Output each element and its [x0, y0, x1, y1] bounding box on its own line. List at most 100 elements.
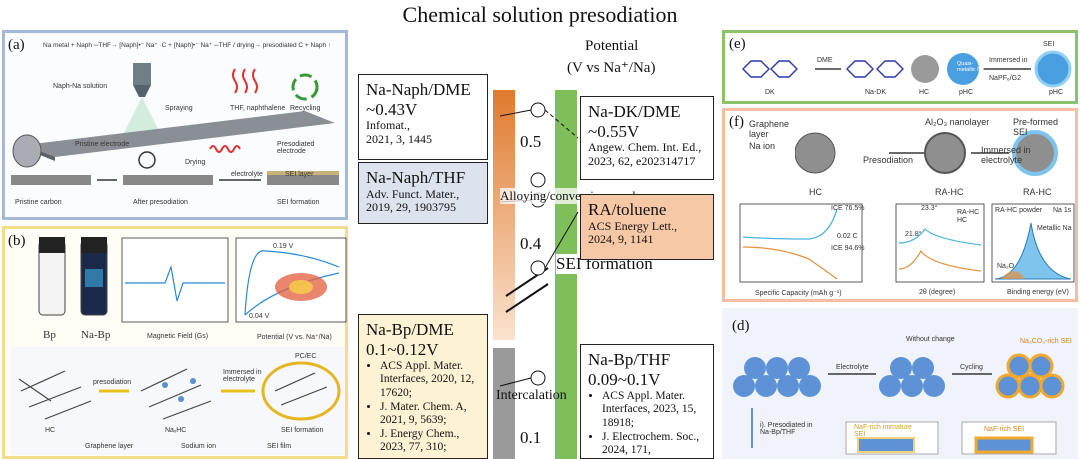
b-legend-sodium: Sodium ion — [181, 443, 217, 450]
box-na-naph-dme: Na-Naph/DME ~0.43V Infomat., 2021, 3, 14… — [358, 74, 488, 160]
box-ra-toluene: RA/toluene ACS Energy Lett., 2024, 9, 11… — [580, 194, 714, 260]
e-label-dk: DK — [765, 89, 775, 96]
recycle-icon — [291, 73, 319, 101]
d-label-naf-sei: NaF-rich SEI — [984, 426, 1025, 433]
leader-line — [499, 109, 532, 117]
electrode-roll — [12, 134, 42, 168]
b-label-hc: HC — [45, 427, 56, 434]
f-rahc-sphere — [924, 132, 966, 174]
marker-circle — [530, 260, 546, 276]
box-na-bp-dme: Na-Bp/DME 0.1~0.12V ACS Appl. Mater. Int… — [358, 314, 488, 459]
b-label-naxhc: NaₓHC — [165, 427, 187, 434]
axis-break-2 — [505, 283, 549, 313]
f-label-hc: HC — [809, 187, 822, 197]
naxhc-layers — [140, 368, 212, 420]
ra-toluene-head: RA/toluene — [588, 200, 667, 219]
chart1-rahc-trace — [742, 246, 838, 280]
ra-toluene-ref1: ACS Energy Lett., — [588, 218, 678, 233]
b-scheme-graphic — [18, 361, 341, 421]
label-thf-naphthalene: THF, naphthalene — [230, 105, 286, 112]
b-legend-graphene: Graphene layer — [85, 443, 134, 450]
sei-film-outline — [261, 361, 341, 421]
d-nafsei-layer — [974, 436, 1034, 454]
panel-b: (b) Bp Na-Bp Magnetic Field (Gs) 0.19 V … — [2, 226, 348, 459]
na-bp-thf-ref: ACS Appl. Mater. Interfaces, 2023, 15, 1… — [602, 390, 706, 430]
na-naph-thf-head: Na-Naph/THF — [366, 168, 466, 187]
panel-e: (e) DK DME Na-DK HC pHC Immersed in NaPF… — [722, 30, 1078, 104]
drying-coil — [209, 145, 241, 153]
f-rahc-sei-sphere — [1012, 130, 1058, 176]
na-ion — [162, 382, 168, 388]
e-label-nadk: Na-DK — [865, 89, 887, 96]
na-bp-dme-ref: J. Energy Chem., 2023, 77, 310; — [380, 428, 480, 454]
panel-d-label: (d) — [732, 318, 750, 334]
na-dk-dme-ref2: 2023, 62, e202314717 — [588, 153, 696, 168]
potential-axis-unit: (V vs Na⁺/Na) — [567, 60, 656, 76]
na-naph-thf-ref1: Adv. Funct. Mater., — [366, 186, 460, 201]
e-label-immersed: Immersed in — [989, 57, 1028, 64]
panel-a-graphic — [11, 63, 339, 185]
vials-graphic — [38, 237, 108, 316]
b-label-sei-formation: SEI formation — [281, 427, 324, 434]
na-bp-dme-ref: J. Mater. Chem. A, 2021, 9, 5639; — [380, 401, 480, 427]
na-bp-dme-ref: ACS Appl. Mater. Interfaces, 2020, 12, 1… — [380, 360, 480, 400]
nadk-ring — [876, 60, 904, 78]
chart3-tag: Na 1s — [1053, 207, 1072, 214]
panel-d: (d) Electrolyte Without change Cycling N… — [722, 308, 1078, 459]
ra-toluene-ref2: 2024, 9, 1141 — [588, 232, 654, 247]
na-naph-dme-head: Na-Naph/DME — [366, 80, 471, 99]
potential-axis-title: Potential — [585, 38, 639, 54]
spray-cone — [123, 97, 161, 135]
leader-line — [544, 109, 579, 139]
chart1-ice-hc: ICE 76.5% — [831, 205, 865, 212]
nadk-ring — [846, 60, 874, 78]
presodiated-carbon-block — [123, 175, 213, 185]
e-label-phc-2: pHC — [1049, 89, 1064, 96]
f-hc-sphere — [795, 132, 836, 174]
phc-sphere — [947, 53, 979, 85]
na-dk-dme-head: Na-DK/DME — [588, 102, 681, 121]
na-naph-thf-ref2: 2019, 29, 1903795 — [366, 200, 456, 215]
label-after-presodiation: After presodiation — [133, 199, 188, 206]
panel-f: (f) Graphene layer Na ion Al₂O₃ nanolaye… — [722, 108, 1078, 302]
d-spheres-cycled — [995, 353, 1065, 399]
chart3-na2o — [1001, 271, 1025, 279]
chart1-xlabel: Specific Capacity (mAh g⁻¹) — [755, 290, 842, 297]
epr-trace — [125, 264, 225, 302]
marker-circle — [530, 172, 546, 188]
sei-layer-block — [267, 171, 339, 175]
marker-circle — [530, 370, 546, 386]
spray-nozzle — [133, 63, 151, 85]
chart1-hc-trace — [742, 208, 838, 240]
d-spheres-electrolyte — [879, 357, 945, 397]
chart2-legend-hc: HC — [957, 217, 968, 224]
tick-01: 0.1 — [520, 428, 542, 447]
f-label-rahc: RA-HC — [935, 187, 964, 197]
chart3-title: RA-HC powder — [995, 207, 1043, 214]
cv-plot — [235, 237, 347, 323]
b-legend-sei: SEI film — [267, 443, 292, 450]
b-label-immersed: Immersed in electrolyte — [223, 369, 262, 383]
panel-a-scheme: Na metal + Naph ─THF→ [Naph]•⁻ Na⁺ ·C + … — [43, 42, 332, 49]
panel-d-graphic — [733, 353, 1065, 455]
d-label-cycling: Cycling — [960, 364, 983, 371]
label-sei-formation: SEI formation — [277, 199, 320, 206]
e-label-phc: pHC — [959, 89, 974, 96]
sei-carbon-block — [267, 175, 339, 185]
f-chart-voltage — [739, 203, 863, 283]
chart2-hc-trace — [898, 249, 982, 272]
f-label-preformed-sei: Pre-formed SEI — [1013, 117, 1059, 137]
d-label-immature-sei: NaF-rich immature SEI — [854, 424, 912, 438]
epr-spectrum — [121, 237, 229, 323]
f-label-immersed: Immersed in electrolyte — [981, 145, 1031, 165]
d-immature-sei-layer — [857, 437, 915, 453]
chart3-label-metallic: Metallic Na — [1037, 225, 1072, 232]
region-intercalation: Intercalation — [496, 388, 567, 403]
d-spheres-pristine — [733, 357, 821, 397]
panel-f-scheme — [795, 130, 1058, 176]
esp-map-core — [289, 280, 313, 294]
chart2-xlabel: 2θ (degree) — [919, 289, 956, 296]
cv-xlabel: Potential (V vs. Na⁺/Na) — [257, 334, 332, 341]
e-label-quasi-na: Quasi-metallic Na — [957, 61, 985, 73]
na-bp-dme-refs: ACS Appl. Mater. Interfaces, 2020, 12, 1… — [380, 360, 480, 455]
